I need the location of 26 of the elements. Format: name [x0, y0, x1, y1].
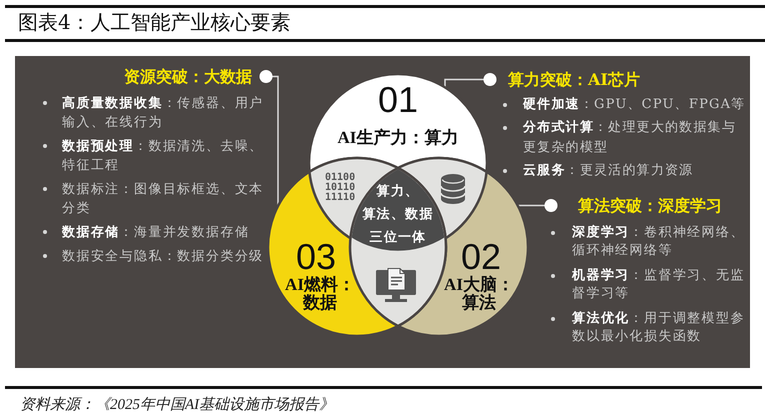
circle-number: 03 — [296, 239, 336, 275]
callout-heading: 算法突破：深度学习 — [577, 196, 722, 215]
leader-line — [518, 199, 558, 212]
circle-label: AI燃料：数据 — [284, 276, 356, 312]
bullet-text: 数据标注：图像目标框选、文本分类 — [62, 180, 265, 218]
bullet-text: 算法优化：用于调整模型参数以最小化损失函数 — [572, 310, 746, 346]
circle-label: AI生产力：算力 — [338, 129, 458, 147]
bullet-text: 云服务：更灵活的算力资源 — [523, 162, 694, 180]
source-note: 资料来源：《2025年中国AI基础设施市场报告》 — [20, 396, 334, 415]
bullet-text: 数据安全与隐私：数据分类分级 — [62, 248, 264, 266]
bullet-text: 高质量数据收集：传感器、用户输入、在线行为 — [62, 94, 265, 132]
circle-number: 01 — [378, 82, 418, 118]
callout-heading: 资源突破：大数据 — [124, 67, 253, 86]
bullet-text: 分布式计算：处理更大的数据集与更复杂的模型 — [523, 119, 737, 157]
bullet-text: 深度学习：卷积神经网络、循环神经网络等 — [572, 224, 746, 260]
circle-number: 02 — [461, 239, 502, 275]
bullet-text: 数据预处理：数据清洗、去噪、特征工程 — [62, 138, 265, 174]
bullet-text: 机器学习：监督学习、无监督学习等 — [572, 266, 746, 304]
callout-heading: 算力突破：AI芯片 — [507, 70, 640, 89]
leader-line — [260, 70, 279, 206]
circle-label: AI大脑：算法 — [443, 276, 515, 312]
leader-line — [444, 73, 496, 88]
figure-title: 图表4：人工智能产业核心要素 — [18, 10, 291, 34]
binary-code: 01100 10110 11110 — [325, 173, 356, 203]
bullet-text: 数据存储：海量并发数据存储 — [62, 224, 250, 242]
bullet-text: 硬件加速：GPU、CPU、FPGA等 — [523, 96, 746, 114]
